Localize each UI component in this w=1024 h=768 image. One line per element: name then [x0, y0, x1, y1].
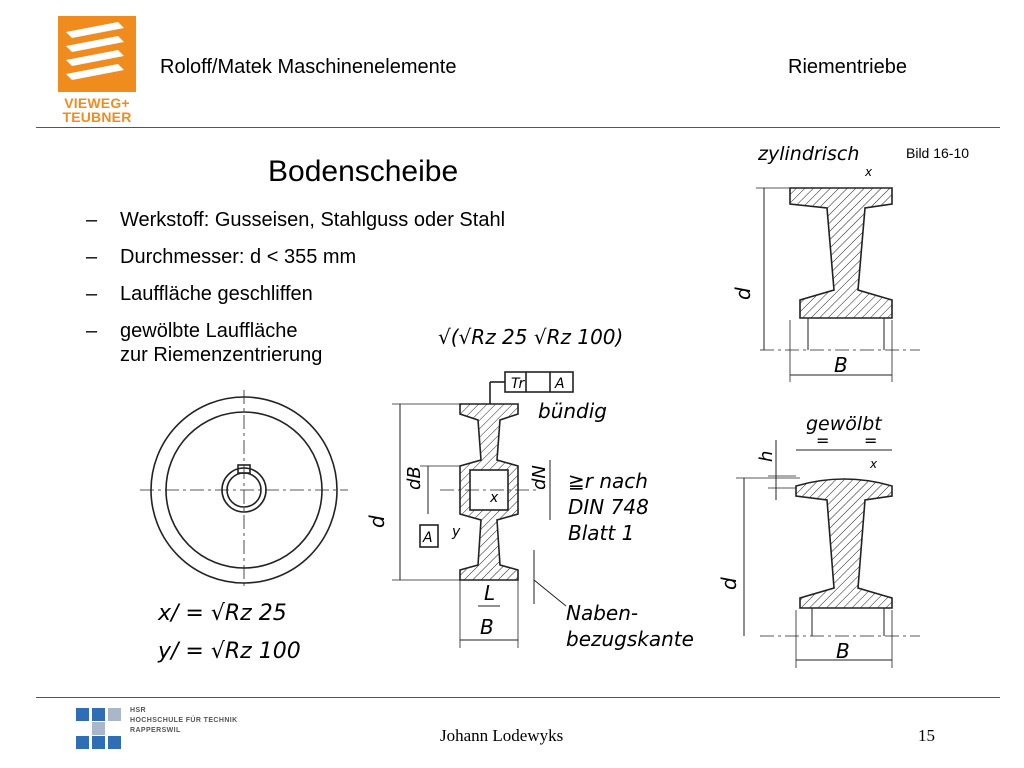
- crowned-section: [736, 440, 920, 668]
- publisher-logo-line2: TEUBNER: [62, 109, 132, 125]
- x-mark-top: x: [864, 165, 873, 179]
- front-view: [140, 390, 348, 590]
- logo-square-icon: [76, 736, 89, 749]
- figure-reference: Bild 16-10: [906, 145, 970, 161]
- pulley-drawing: √(√Rz 25 √Rz 100) Tr A bündig d dB dN ≧r: [140, 143, 920, 668]
- school-logo: HSR HOCHSCHULE FÜR TECHNIK RAPPERSWIL: [76, 706, 276, 752]
- crowned-b-label: B: [836, 639, 850, 663]
- publisher-logo-line1: VIEWEG+: [64, 95, 130, 111]
- surface-spec-label: √(√Rz 25 √Rz 100): [438, 325, 623, 349]
- section-view: [392, 371, 574, 648]
- crowned-d-label: d: [717, 577, 741, 590]
- logo-square-icon: [92, 708, 105, 721]
- l-label: L: [484, 581, 495, 605]
- x-mark-bottom: x: [869, 457, 878, 471]
- logo-square-icon: [92, 722, 105, 735]
- book-title: Roloff/Matek Maschinenelemente: [160, 56, 457, 78]
- logo-square-icon: [76, 708, 89, 721]
- blatt-label: Blatt 1: [568, 521, 634, 545]
- school-line3: RAPPERSWIL: [130, 727, 181, 734]
- slide-title: Bodenscheibe: [268, 155, 459, 188]
- db-label: dB: [404, 466, 425, 490]
- logo-square-icon: [108, 736, 121, 749]
- cylindrical-section: [756, 187, 920, 382]
- tr-label: Tr: [511, 376, 525, 392]
- section-d-label: d: [365, 515, 389, 528]
- bezugskante-label: bezugskante: [566, 627, 694, 651]
- x-label: x: [489, 490, 499, 506]
- bullet-text: Lauffläche geschliffen: [120, 283, 313, 305]
- naben-label: Naben-: [566, 601, 638, 625]
- section-b-label: B: [480, 615, 494, 639]
- footer-author: Johann Lodewyks: [440, 726, 564, 745]
- logo-square-icon: [108, 708, 121, 721]
- school-line2: HOCHSCHULE FÜR TECHNIK: [130, 717, 238, 724]
- bullet-item: –Lauffläche geschliffen: [86, 282, 505, 306]
- bullet-text: Werkstoff: Gusseisen, Stahlguss oder Sta…: [120, 209, 506, 231]
- equal-mark-right: =: [864, 431, 877, 450]
- din-label: DIN 748: [568, 495, 649, 519]
- bullet-text: gewölbte Lauffläche: [120, 320, 298, 342]
- publisher-logo-mark: [58, 16, 136, 92]
- logo-square-icon: [92, 736, 105, 749]
- footer-divider: [36, 697, 1000, 698]
- dn-label: dN: [529, 465, 550, 490]
- logo-stripes-icon: [66, 22, 124, 80]
- cyl-b-label: B: [834, 353, 848, 377]
- legend-y: y/ = √Rz 100: [157, 639, 301, 664]
- h-label: h: [756, 451, 777, 462]
- school-line1: HSR: [130, 707, 146, 714]
- publisher-logo: VIEWEG+ TEUBNER: [58, 16, 136, 125]
- r-nach-label: ≧r nach: [568, 469, 648, 493]
- chapter-title: Riementriebe: [788, 56, 907, 78]
- bullet-item: –Durchmesser: d < 355 mm: [86, 245, 505, 269]
- page-number: 15: [918, 726, 935, 745]
- bullet-text: zur Riemenzentrierung: [120, 344, 323, 366]
- header-divider: [36, 127, 1000, 128]
- bullet-item: –Werkstoff: Gusseisen, Stahlguss oder St…: [86, 209, 506, 231]
- equal-mark-left: =: [816, 431, 829, 450]
- cyl-d-label: d: [731, 287, 755, 300]
- bullet-list: –Werkstoff: Gusseisen, Stahlguss oder St…: [86, 208, 505, 380]
- buendig-label: bündig: [538, 399, 607, 423]
- datum-a-label: A: [554, 376, 565, 392]
- bullet-text: Durchmesser: d < 355 mm: [120, 246, 357, 268]
- datum-box-label: A: [422, 530, 433, 546]
- zylindrisch-label: zylindrisch: [757, 143, 859, 165]
- y-label: y: [451, 524, 461, 540]
- gewoelbt-label: gewölbt: [806, 413, 883, 435]
- legend-x: x/ = √Rz 25: [157, 601, 287, 626]
